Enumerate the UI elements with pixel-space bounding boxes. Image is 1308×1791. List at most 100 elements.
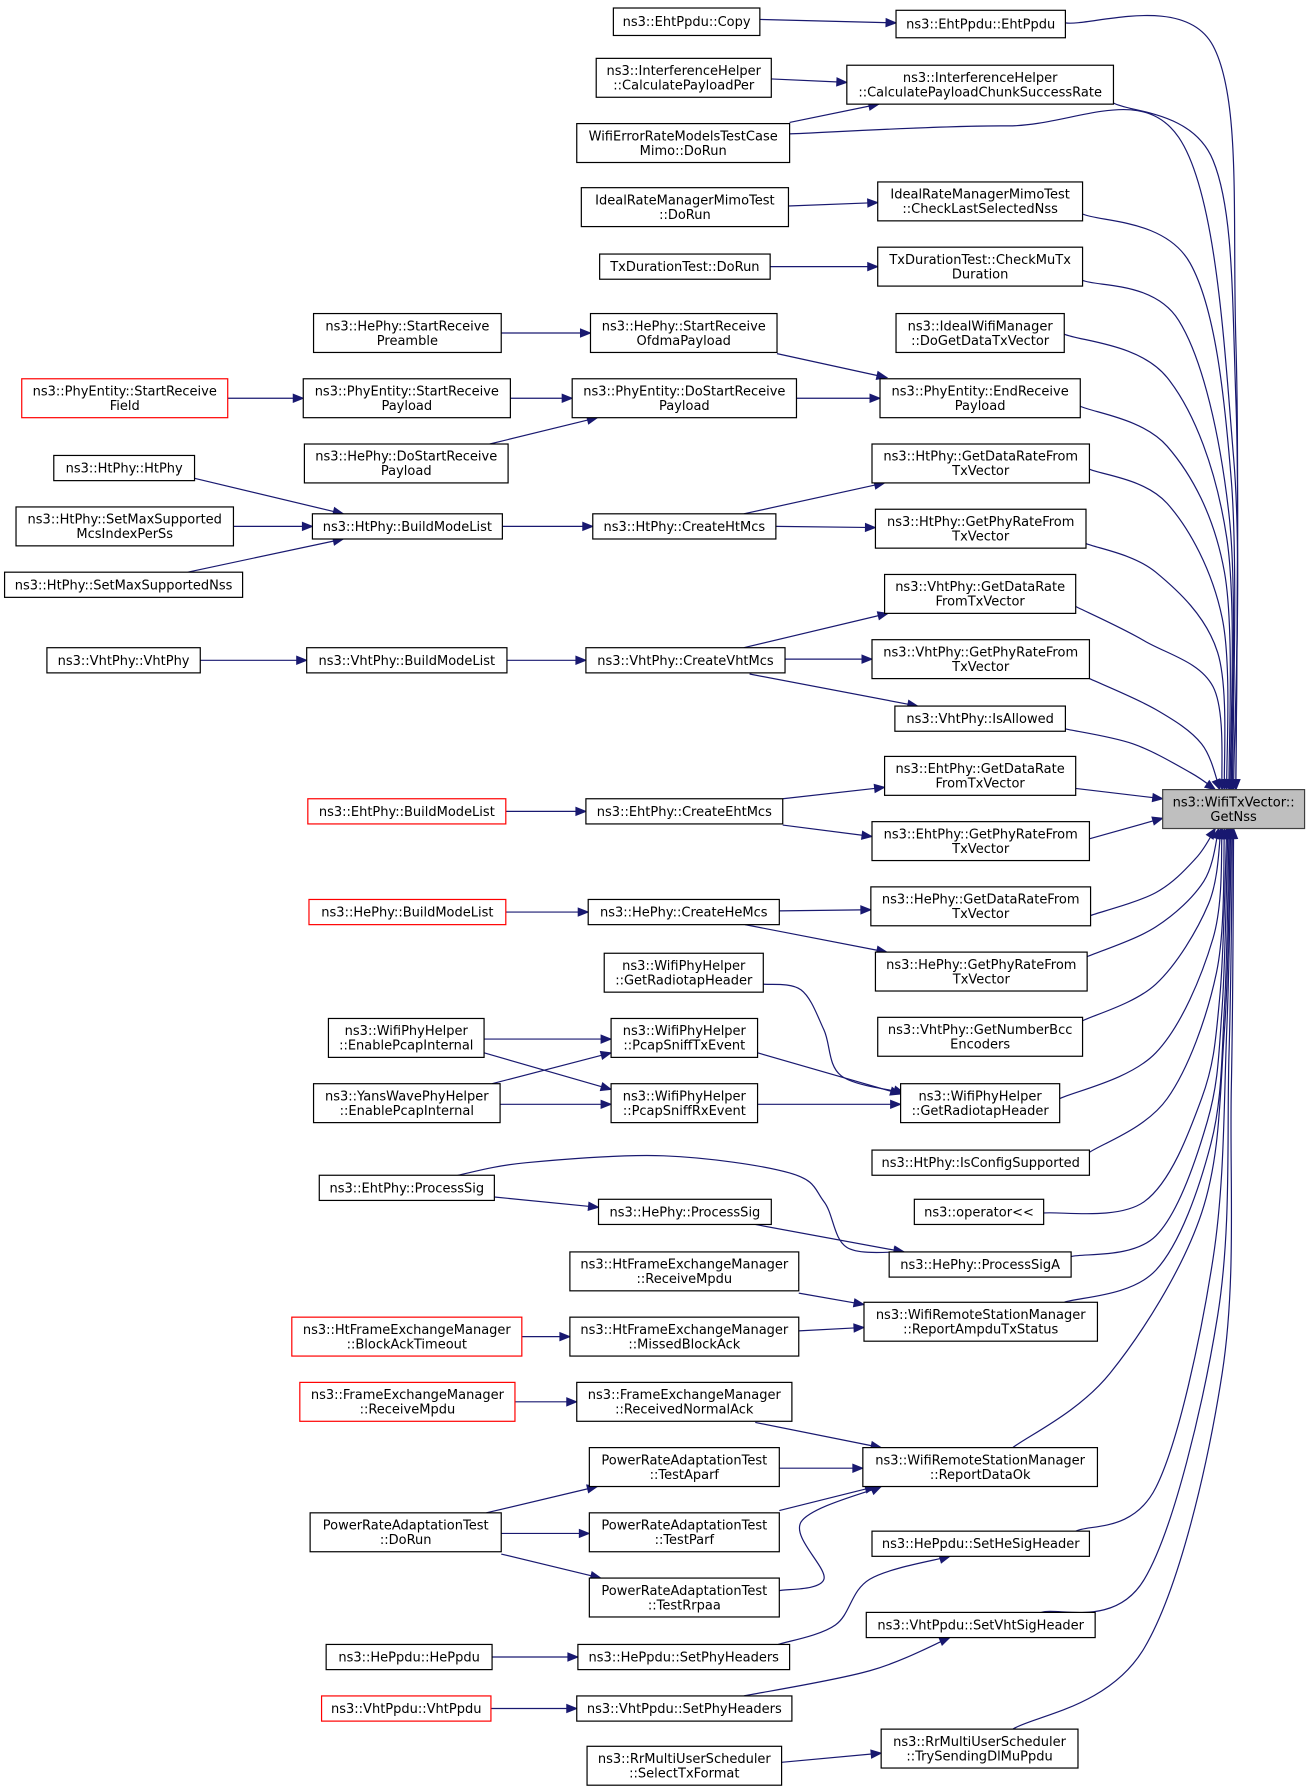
node-wph-grh-left[interactable]: ns3::WifiPhyHelper::GetRadiotapHeader [603,952,764,993]
node-op[interactable]: ns3::operator<< [913,1198,1045,1226]
node-eht-ps[interactable]: ns3::EhtPhy::ProcessSig [318,1174,495,1202]
node-heppdu-shsh[interactable]: ns3::HePpdu::SetHeSigHeader [871,1530,1091,1557]
node-vhtppdu-svsh[interactable]: ns3::VhtPpdu::SetVhtSigHeader [865,1611,1096,1639]
node-he-psa[interactable]: ns3::HePhy::ProcessSigA [888,1251,1072,1278]
arrowhead [292,393,305,403]
node-label: ::ReceiveMpdu [360,1403,456,1418]
node-wph-epi[interactable]: ns3::WifiPhyHelper::EnablePcapInternal [327,1017,485,1058]
node-eht-cem[interactable]: ns3::EhtPhy::CreateEhtMcs [585,798,784,825]
node-label: ns3::HePhy::GetDataRateFrom [882,893,1080,908]
node-label: PowerRateAdaptationTest [601,1584,767,1599]
node-he-bml[interactable]: ns3::HePhy::BuildModeList [308,898,507,926]
node-htfem-rm[interactable]: ns3::HtFrameExchangeManager::ReceiveMpdu [569,1251,800,1292]
node-ht-htphy[interactable]: ns3::HtPhy::HtPhy [53,454,196,482]
node-getnss[interactable]: ns3::WifiTxVector::GetNss [1162,789,1306,830]
node-ywph-epi[interactable]: ns3::YansWavePhyHelper::EnablePcapIntern… [312,1083,501,1124]
node-rmus-tsdmp[interactable]: ns3::RrMultiUserScheduler::TrySendingDlM… [880,1728,1079,1769]
node-fem-rna[interactable]: ns3::FrameExchangeManager::ReceivedNorma… [576,1381,793,1422]
arrowhead [567,1652,580,1662]
node-ht-ics[interactable]: ns3::HtPhy::IsConfigSupported [871,1149,1091,1176]
node-wrsm-rats[interactable]: ns3::WifiRemoteStationManager::ReportAmp… [863,1301,1099,1342]
node-label: Payload [955,399,1006,414]
node-irmmt-dorun[interactable]: IdealRateManagerMimoTest::DoRun [580,187,790,228]
node-vht-cvm[interactable]: ns3::VhtPhy::CreateVhtMcs [585,647,786,674]
node-box [291,1316,523,1357]
node-vht-vhtphy[interactable]: ns3::VhtPhy::VhtPhy [46,647,201,674]
node-label: ::CheckLastSelectedNss [902,202,1058,217]
node-label: TxVector [952,972,1011,987]
node-box [879,378,1081,419]
node-box [299,1381,516,1422]
node-label: PowerRateAdaptationTest [601,1519,767,1534]
node-wrsm-rdo[interactable]: ns3::WifiRemoteStationManager::ReportDat… [862,1447,1099,1488]
node-vht-bml[interactable]: ns3::VhtPhy::BuildModeList [306,647,508,674]
node-box [576,1695,793,1722]
node-htfem-mba[interactable]: ns3::HtFrameExchangeManager::MissedBlock… [569,1316,800,1357]
node-prat-tp[interactable]: PowerRateAdaptationTest::TestParf [588,1512,780,1553]
node-prat-tr[interactable]: PowerRateAdaptationTest::TestRrpaa [588,1577,780,1618]
node-eht-bml[interactable]: ns3::EhtPhy::BuildModeList [307,798,507,825]
node-label: ns3::InterferenceHelper [903,71,1058,86]
node-tdt-dorun[interactable]: TxDurationTest::DoRun [599,253,771,280]
arrowhead [600,1099,613,1110]
node-ihcpp[interactable]: ns3::InterferenceHelper::CalculatePayloa… [595,57,772,98]
arrowhead [577,907,590,917]
node-he-chm[interactable]: ns3::HePhy::CreateHeMcs [587,898,780,926]
node-ehtppdu[interactable]: ns3::EhtPpdu::EhtPpdu [895,9,1066,39]
node-vht-isallowed[interactable]: ns3::VhtPhy::IsAllowed [894,705,1066,732]
node-ht-bml[interactable]: ns3::HtPhy::BuildModeList [311,513,503,540]
node-vhtppdu-vhtppdu[interactable]: ns3::VhtPpdu::VhtPpdu [320,1695,492,1722]
node-wph-psre[interactable]: ns3::WifiPhyHelper::PcapSniffRxEvent [610,1083,759,1124]
node-prat-ta[interactable]: PowerRateAdaptationTest::TestAparf [588,1447,780,1488]
node-htfem-bat[interactable]: ns3::HtFrameExchangeManager::BlockAckTim… [291,1316,523,1357]
node-wph-pste[interactable]: ns3::WifiPhyHelper::PcapSniffTxEvent [610,1017,759,1058]
node-ht-smsn[interactable]: ns3::HtPhy::SetMaxSupportedNss [3,571,244,598]
node-irmmt-clsn[interactable]: IdealRateManagerMimoTest::CheckLastSelec… [877,181,1084,222]
node-wph-grh[interactable]: ns3::WifiPhyHelper::GetRadiotapHeader [900,1083,1061,1124]
node-box [569,1251,800,1292]
node-rmus-stf[interactable]: ns3::RrMultiUserScheduler::SelectTxForma… [586,1745,783,1786]
node-label: TxVector [951,529,1010,544]
node-fem-rm[interactable]: ns3::FrameExchangeManager::ReceiveMpdu [299,1381,516,1422]
node-ihcpcsr[interactable]: ns3::InterferenceHelper::CalculatePayloa… [846,64,1115,105]
node-he-ps[interactable]: ns3::HePhy::ProcessSig [597,1198,772,1226]
edge-he_chm-to-he_gdrftv [779,905,873,915]
arrowhead [566,1397,579,1407]
edge-he_srop-to-pe_erp [776,353,889,381]
node-ht-chm[interactable]: ns3::HtPhy::CreateHtMcs [592,513,777,540]
node-heppdu-sph[interactable]: ns3::HePpdu::SetPhyHeaders [577,1643,791,1671]
node-label: ns3::WifiPhyHelper [919,1089,1043,1104]
edge-wph_pste-to-wph_grh [757,1052,902,1096]
node-copy[interactable]: ns3::EhtPpdu::Copy [612,7,761,37]
arrowhead [587,1201,600,1211]
node-label: ns3::HePhy::BuildModeList [321,906,493,921]
node-iwm-dgdtv[interactable]: ns3::IdealWifiManager::DoGetDataTxVector [895,312,1065,354]
arrowhead [867,198,880,208]
edge-ywph_epi-to-wph_pste [491,1050,613,1085]
node-box [888,1251,1072,1278]
node-prat-dorun[interactable]: PowerRateAdaptationTest::DoRun [309,1512,502,1553]
node-heppdu-heppdu[interactable]: ns3::HePpdu::HePpdu [325,1643,493,1671]
node-vhtppdu-sph[interactable]: ns3::VhtPpdu::SetPhyHeaders [576,1695,793,1722]
node-label: ns3::EhtPpdu::EhtPpdu [906,18,1055,33]
node-box [612,7,761,37]
